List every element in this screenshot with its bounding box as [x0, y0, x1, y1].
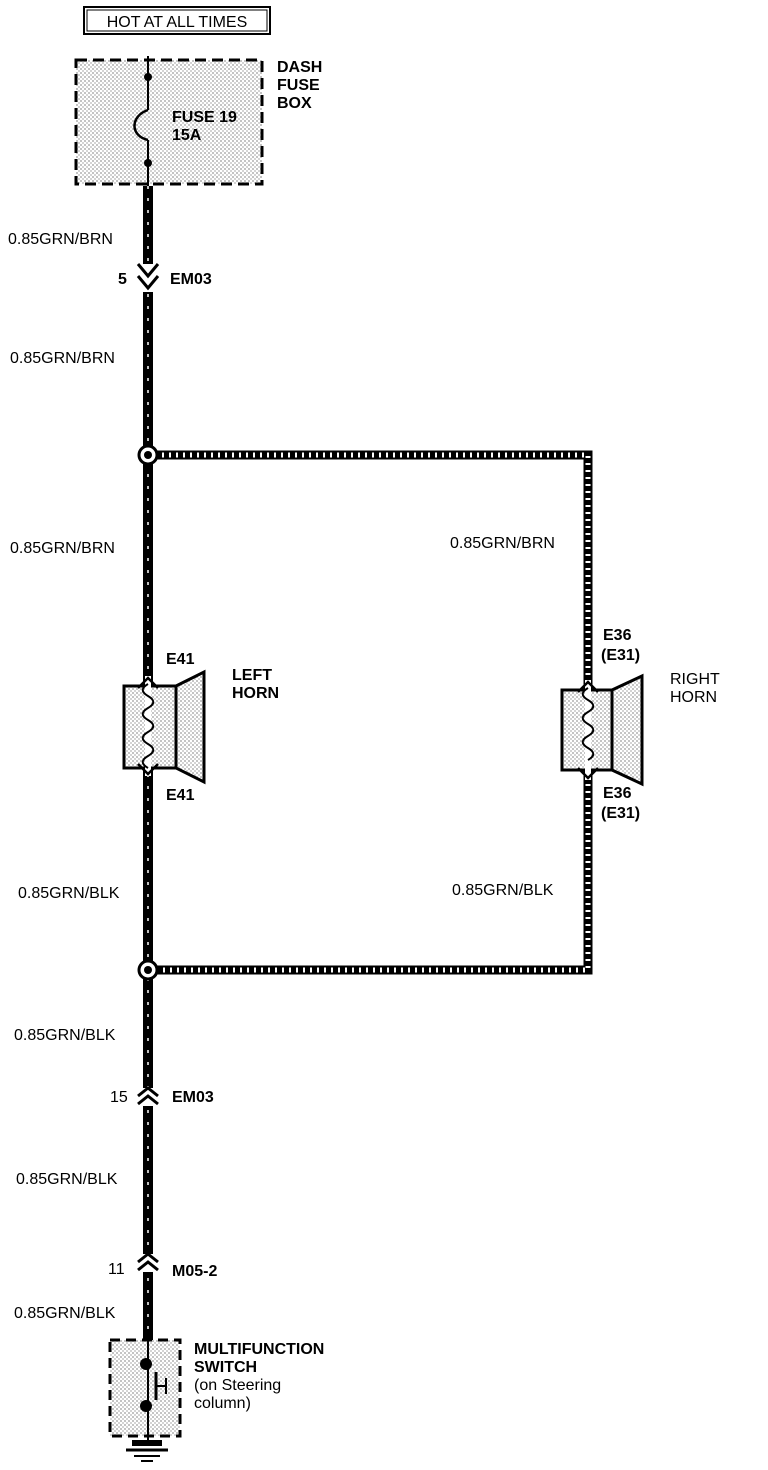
- left-horn-label-line2: HORN: [232, 685, 279, 702]
- multifunction-switch: [108, 1336, 182, 1438]
- connector-m05-2-icon: [137, 1252, 159, 1272]
- fuse-box-label-line3: BOX: [277, 95, 312, 112]
- right-horn-label-line1: RIGHT: [670, 671, 720, 688]
- right-horn-label-line2: HORN: [670, 689, 717, 706]
- right-horn-top-connector-line1: E36: [603, 627, 632, 644]
- splice-bottom: [137, 959, 159, 981]
- wire-label-7: 0.85GRN/BLK: [14, 1027, 116, 1044]
- push-switch-icon: [154, 1372, 167, 1400]
- wire-label-1: 0.85GRN/BRN: [8, 231, 113, 248]
- wire-label-4: 0.85GRN/BRN: [450, 535, 555, 552]
- left-horn-icon: [122, 669, 206, 785]
- wire-label-2: 0.85GRN/BRN: [10, 350, 115, 367]
- ground-icon: [126, 1436, 168, 1462]
- connector-em03-bottom-pin: 15: [110, 1089, 128, 1106]
- dash-fuse-box: FUSE 19 15A: [74, 56, 264, 188]
- left-horn-label-line1: LEFT: [232, 667, 272, 684]
- wire-label-3: 0.85GRN/BRN: [10, 540, 115, 557]
- right-horn-icon: [560, 673, 644, 787]
- switch-label-line1: MULTIFUNCTION: [194, 1341, 324, 1358]
- connector-em03-top-name: EM03: [170, 271, 212, 288]
- wire-label-8: 0.85GRN/BLK: [16, 1171, 118, 1188]
- wire-label-9: 0.85GRN/BLK: [14, 1305, 116, 1322]
- connector-em03-top-pin: 5: [118, 271, 127, 288]
- right-horn-bottom-connector-line1: E36: [603, 785, 632, 802]
- fuse-19-icon: [133, 108, 149, 142]
- fuse-box-label-line2: FUSE: [277, 77, 320, 94]
- splice-top: [137, 444, 159, 466]
- right-horn-bottom-connector-line2: (E31): [601, 805, 640, 822]
- connector-em03-bottom-icon: [137, 1086, 159, 1106]
- connector-m05-2-name: M05-2: [172, 1263, 217, 1280]
- right-branch-wire: [148, 450, 593, 975]
- fuse-rating: 15A: [172, 127, 202, 144]
- switch-label-line3: (on Steering: [194, 1377, 281, 1394]
- connector-m05-2-pin: 11: [108, 1261, 125, 1278]
- left-horn-bottom-connector: E41: [166, 787, 195, 804]
- switch-label-line4: column): [194, 1395, 251, 1412]
- wire-label-5: 0.85GRN/BLK: [18, 885, 120, 902]
- hot-at-all-times-box: HOT AT ALL TIMES: [83, 6, 271, 35]
- left-horn-top-connector: E41: [166, 651, 195, 668]
- fuse-box-label-line1: DASH: [277, 59, 322, 76]
- connector-em03-bottom-name: EM03: [172, 1089, 214, 1106]
- switch-label-line2: SWITCH: [194, 1359, 257, 1376]
- right-horn-top-connector-line2: (E31): [601, 647, 640, 664]
- hot-at-all-times-label: HOT AT ALL TIMES: [107, 14, 248, 31]
- fuse-name: FUSE 19: [172, 109, 237, 126]
- connector-em03-top-icon: [136, 263, 160, 292]
- wire-label-6: 0.85GRN/BLK: [452, 882, 554, 899]
